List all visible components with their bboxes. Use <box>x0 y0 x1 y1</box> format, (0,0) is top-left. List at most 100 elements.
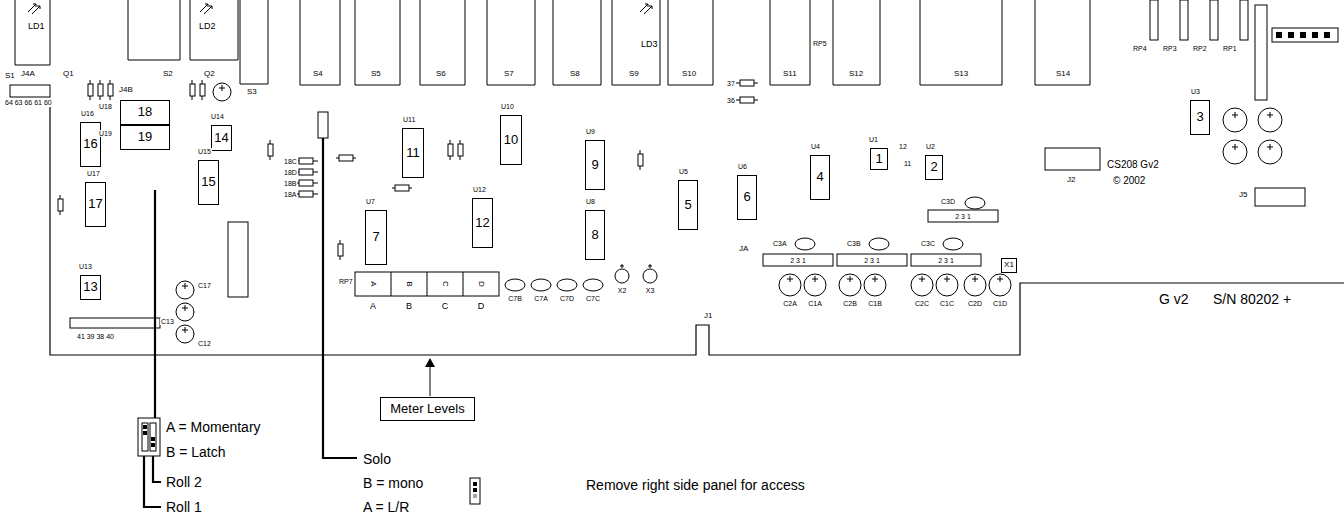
silkscreen-label: S4 <box>312 70 324 78</box>
node-text: 4 <box>816 170 823 184</box>
silkscreen-label: S13 <box>953 70 969 78</box>
ic-body: 10 <box>500 115 522 165</box>
jumper-icon <box>138 418 480 504</box>
connector-footprint <box>10 85 50 97</box>
capacitor-symbol <box>1223 108 1247 132</box>
resistor-symbol <box>395 185 409 191</box>
capacitor-symbol <box>505 279 525 291</box>
capacitor-symbol <box>615 269 629 283</box>
silkscreen-label: LD1 <box>27 22 46 31</box>
ic-body: 4 <box>810 155 830 200</box>
silkscreen-label: JA <box>738 245 749 253</box>
resistor-symbol <box>200 84 205 96</box>
resistor-symbol <box>299 180 313 186</box>
silkscreen-label: 18D <box>283 169 298 176</box>
silkscreen-label: 12 <box>898 143 908 150</box>
capacitor-symbol <box>869 238 889 250</box>
silkscreen-label: J2 <box>1066 176 1076 184</box>
annotation-text: B = Latch <box>165 445 227 459</box>
silkscreen-label: C7A <box>533 295 549 302</box>
leader-line <box>323 138 357 458</box>
capacitor-symbol <box>787 276 1003 282</box>
node-text: 1 <box>875 152 882 166</box>
resistor-symbol <box>638 154 643 166</box>
leader-line <box>153 456 161 482</box>
silkscreen-label: J4A <box>20 70 36 78</box>
node-text: 16 <box>83 137 97 151</box>
solder-pad <box>1276 32 1282 38</box>
resistor-symbol <box>98 84 103 96</box>
node-text: Meter Levels <box>390 402 464 416</box>
silkscreen-label: CS208 Gv2 <box>1106 160 1160 170</box>
capacitor-symbol <box>643 269 657 283</box>
ic-body: 16 <box>80 122 101 167</box>
led-symbol <box>32 6 40 14</box>
silkscreen-label: U8 <box>585 198 596 205</box>
annotation-text: A = L/R <box>362 500 410 514</box>
silkscreen-label: C3B <box>846 240 862 247</box>
resistor-symbol <box>296 161 318 194</box>
silkscreen-label: 2 3 1 <box>937 257 955 264</box>
connector-footprint <box>228 222 248 297</box>
silkscreen-label: 37 <box>726 80 736 87</box>
connector-footprint <box>612 0 660 85</box>
silkscreen-label: C1B <box>867 300 883 307</box>
node-text: 19 <box>138 130 152 144</box>
annotation-text: Roll 2 <box>165 475 203 489</box>
silkscreen-label: U14 <box>210 113 225 120</box>
jumper-icon <box>151 443 155 447</box>
jumper-icon <box>142 423 148 451</box>
capacitor-symbol <box>557 279 577 291</box>
silkscreen-label: 18C <box>283 158 298 165</box>
connector-footprint <box>770 0 810 85</box>
connector-footprint <box>1045 148 1100 170</box>
silkscreen-label: U5 <box>678 168 689 175</box>
node-text: 8 <box>591 228 598 242</box>
header-strip <box>318 112 998 296</box>
node-text: 6 <box>743 190 750 204</box>
board-outline <box>50 107 1344 355</box>
resistor-symbol <box>339 155 353 161</box>
ic-body: 9 <box>585 140 605 190</box>
led-symbol <box>644 6 652 14</box>
resistor-symbol <box>190 84 195 96</box>
connector-footprint <box>420 0 465 85</box>
capacitor-symbol <box>1258 108 1282 132</box>
silkscreen-label: 41 39 38 40 <box>76 333 115 340</box>
connector-footprint <box>128 0 180 60</box>
silkscreen-label: J4B <box>118 86 134 94</box>
capacitor-symbol <box>1258 140 1282 164</box>
board-outline <box>50 107 1344 355</box>
connector-footprint <box>15 0 50 65</box>
meter-arrow <box>425 358 435 367</box>
jumper-icon <box>150 423 156 451</box>
meter-arrow <box>430 364 431 396</box>
node-text: 17 <box>88 197 102 211</box>
solder-pad <box>1312 32 1318 38</box>
node-text: 14 <box>214 131 228 145</box>
capacitor-symbol <box>182 283 188 333</box>
node-text: 2 <box>930 160 937 174</box>
capacitor-symbol <box>213 83 231 101</box>
silkscreen-label: U1 <box>868 136 879 143</box>
silkscreen-label: U18 <box>98 103 113 110</box>
silkscreen-label: U2 <box>925 143 936 150</box>
silkscreen-label: 11 <box>903 160 912 167</box>
leader-line <box>144 138 357 507</box>
silkscreen-label: D <box>477 302 486 311</box>
ic-body: 3 <box>1190 100 1210 135</box>
annotation-text: B = mono <box>362 476 424 490</box>
ic-body: 7 <box>365 210 387 265</box>
silkscreen-label: U9 <box>585 128 596 135</box>
silkscreen-label: S5 <box>370 70 382 78</box>
silkscreen-label: C2B <box>842 300 858 307</box>
connector-footprint <box>355 0 400 85</box>
node-text: 11 <box>406 146 420 160</box>
ic-body: 1 <box>870 148 888 170</box>
silkscreen-label: J1 <box>703 312 713 320</box>
ic-body: 15 <box>198 160 219 205</box>
silkscreen-label: U6 <box>737 163 748 170</box>
connector-footprint <box>668 0 713 85</box>
header-strip <box>318 112 328 138</box>
